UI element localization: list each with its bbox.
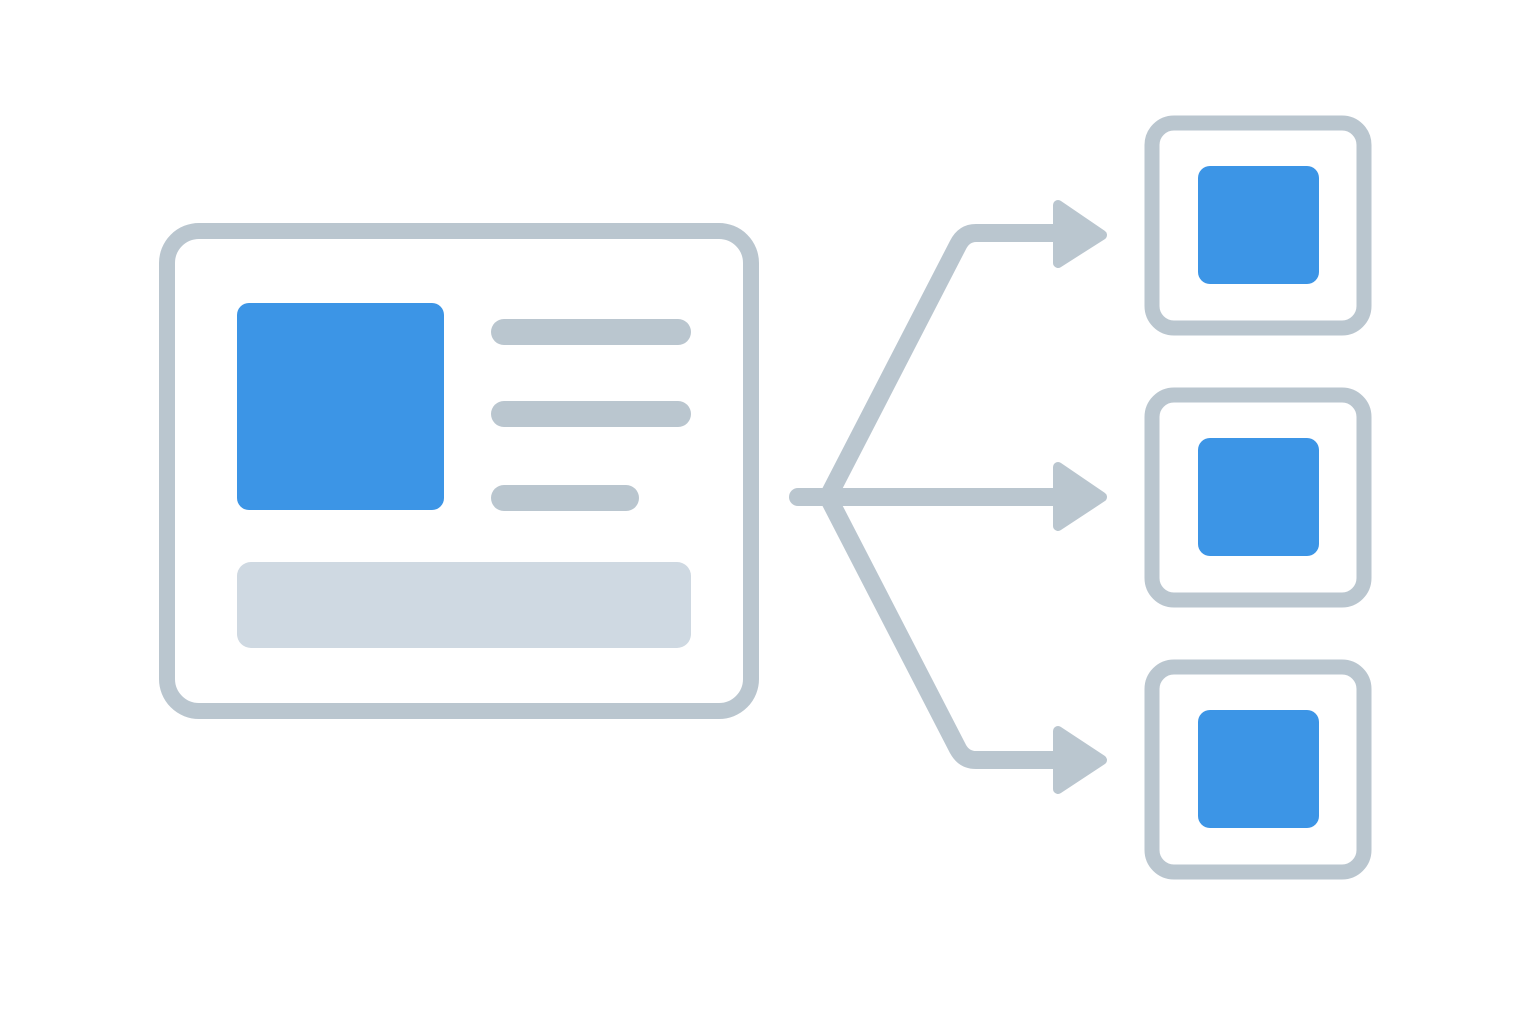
target-card-3 — [1144, 659, 1372, 880]
arrow-right-icon — [1053, 462, 1107, 531]
branch-bottom — [819, 488, 1069, 769]
square-icon — [1198, 166, 1319, 284]
target-card-1 — [1144, 115, 1372, 336]
source-card — [159, 223, 759, 719]
footer-bar — [237, 562, 691, 648]
arrow-right-icon — [1053, 200, 1107, 268]
square-icon — [1198, 438, 1319, 556]
image-placeholder-icon — [237, 303, 444, 510]
connector — [789, 200, 1107, 794]
arrow-right-icon — [1053, 726, 1107, 794]
target-card-2 — [1144, 387, 1372, 608]
square-icon — [1198, 710, 1319, 828]
branch-top — [819, 224, 1069, 506]
